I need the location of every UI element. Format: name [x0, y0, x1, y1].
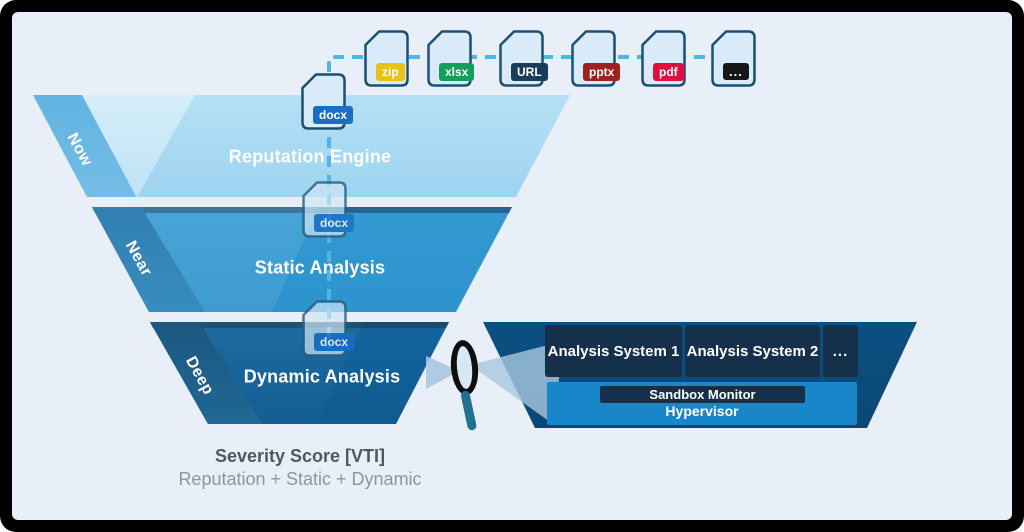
stage-2-title: Static Analysis: [254, 257, 386, 278]
stage-3-title: Dynamic Analysis: [243, 366, 401, 387]
funnel-stage-2-edge-band: [92, 207, 205, 312]
diagram-canvas: Analysis System 1 Analysis System 2 ... …: [12, 12, 1012, 520]
docx-file-icon-2: docx: [302, 181, 355, 238]
file-icon-other: ...: [711, 30, 756, 87]
sandbox-monitor-label: Sandbox Monitor: [649, 387, 756, 402]
file-type-badge: docx: [313, 106, 354, 124]
stage-1-title: Reputation Engine: [228, 146, 392, 167]
file-type-badge: ...: [723, 63, 749, 80]
file-type-badge: docx: [314, 333, 355, 351]
docx-file-icon-3: docx: [302, 300, 355, 357]
analysis-system-1-box: Analysis System 1: [545, 325, 682, 377]
hypervisor-label: Hypervisor: [665, 403, 739, 419]
sandbox-monitor-box: Sandbox Monitor: [600, 386, 805, 403]
analysis-system-more-box: ...: [823, 325, 858, 377]
file-type-badge: URL: [511, 63, 548, 81]
file-type-badge: docx: [314, 214, 355, 232]
analysis-system-1-label: Analysis System 1: [547, 342, 680, 360]
docx-file-icon-1: docx: [301, 73, 354, 130]
analysis-system-2-label: Analysis System 2: [686, 342, 819, 360]
file-icon-xlsx: xlsx: [427, 30, 475, 87]
severity-score-title: Severity Score [VTI]: [214, 446, 386, 466]
file-icon-zip: zip: [364, 30, 409, 87]
file-icon-pptx: pptx: [571, 30, 621, 87]
file-type-badge: zip: [376, 63, 405, 81]
analysis-system-2-box: Analysis System 2: [685, 325, 820, 377]
analysis-system-more-label: ...: [832, 342, 849, 360]
funnel-stage-2-top-lip: [92, 207, 512, 213]
file-icon-url: URL: [499, 30, 548, 87]
scene: Analysis System 1 Analysis System 2 ... …: [12, 12, 1012, 520]
magnifier-handle: [460, 390, 478, 432]
file-type-badge: pdf: [653, 63, 684, 81]
file-type-badge: pptx: [583, 63, 621, 81]
magnifier-icon: [448, 338, 481, 397]
funnel-stage-3-top-lip: [150, 322, 449, 328]
file-type-badge: xlsx: [439, 63, 475, 81]
file-icon-pdf: pdf: [641, 30, 686, 87]
severity-score-formula: Reputation + Static + Dynamic: [178, 469, 422, 489]
